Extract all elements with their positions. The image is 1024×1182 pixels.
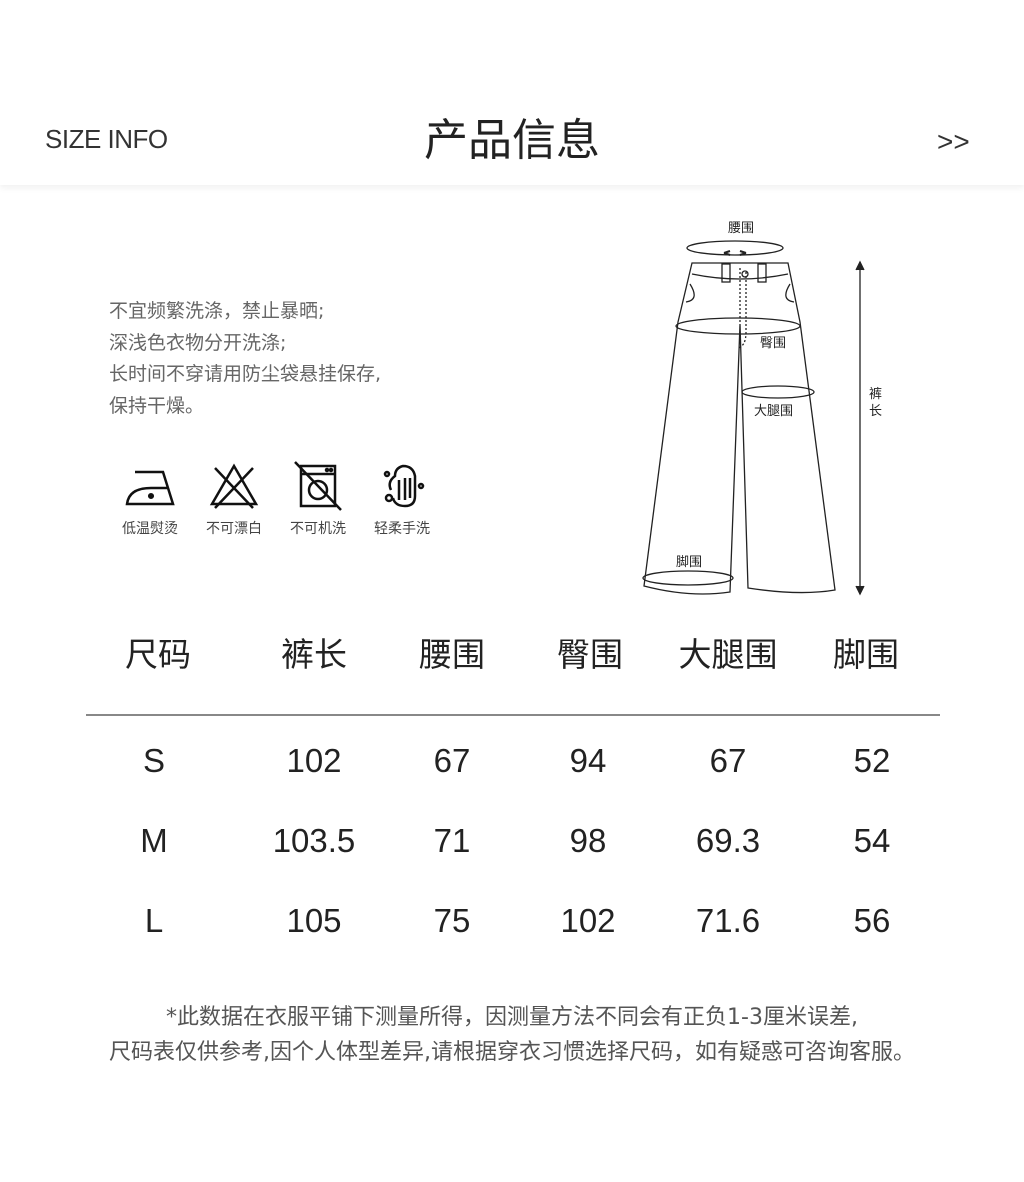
care-line: 深浅色衣物分开洗涤; [109, 331, 287, 354]
care-item-bleach: 不可漂白 [192, 460, 276, 538]
cell-hem: 54 [853, 822, 891, 859]
label-length-1: 裤 [869, 387, 882, 402]
cell-hem: 56 [853, 902, 891, 939]
note-line-2: 尺码表仅供参考,因个人体型差异,请根据穿衣习惯选择尺码，如有疑惑可咨询客服。 [109, 1040, 915, 1065]
care-label: 不可漂白 [206, 521, 262, 537]
cell-size: L [144, 902, 164, 939]
cell-hip: 102 [560, 902, 616, 939]
double-chevron-icon: >> [937, 126, 970, 157]
cell-size: S [142, 742, 165, 779]
measurement-note: *此数据在衣服平铺下测量所得，因测量方法不同会有正负1-3厘米误差, 尺码表仅供… [0, 1000, 1024, 1070]
care-item-handwash: 轻柔手洗 [360, 460, 444, 538]
cell-length: 105 [286, 902, 342, 939]
col-header-waist: 腰围 [419, 635, 485, 674]
care-icons: 低温熨烫 不可漂白 不可机洗 轻柔手洗 [108, 460, 444, 538]
col-header-size: 尺码 [125, 635, 191, 674]
care-line: 长时间不穿请用防尘袋悬挂保存, [109, 363, 382, 385]
cell-waist: 71 [433, 822, 471, 859]
care-instructions: 不宜频繁洗涤，禁止暴晒; 深浅色衣物分开洗涤; 长时间不穿请用防尘袋悬挂保存, … [109, 296, 381, 422]
hand-wash-icon [383, 464, 425, 508]
cell-hem: 52 [853, 742, 891, 779]
table-divider [86, 714, 940, 716]
col-header-hem: 脚围 [833, 635, 899, 674]
cell-waist: 67 [433, 742, 471, 779]
table-row: M 103.5 71 98 69.3 54 [0, 822, 1024, 872]
pants-outline-icon: 腰围 臀围 大腿围 脚围 裤 长 [642, 221, 882, 596]
note-line-1: *此数据在衣服平铺下测量所得，因测量方法不同会有正负1-3厘米误差, [166, 1005, 858, 1030]
col-header-thigh: 大腿围 [678, 635, 778, 674]
label-hip: 臀围 [760, 336, 786, 351]
care-line: 不宜频繁洗涤，禁止暴晒; [109, 300, 325, 322]
cell-thigh: 69.3 [695, 822, 761, 859]
care-label: 低温熨烫 [122, 521, 178, 537]
label-hem: 脚围 [676, 554, 702, 570]
low-temp-iron-icon [125, 470, 175, 506]
no-machine-wash-icon [294, 461, 342, 511]
page-title: 产品信息 [424, 115, 600, 166]
label-waist: 腰围 [728, 221, 754, 236]
col-header-length: 裤长 [281, 635, 347, 674]
care-item-iron: 低温熨烫 [108, 460, 192, 538]
no-bleach-icon [209, 463, 259, 509]
cell-hip: 98 [569, 822, 607, 859]
label-thigh: 大腿围 [754, 404, 793, 419]
cell-thigh: 71.6 [695, 902, 761, 939]
care-item-machine: 不可机洗 [276, 460, 360, 538]
cell-size: M [140, 822, 168, 859]
label-length-2: 长 [869, 404, 882, 419]
cell-thigh: 67 [709, 742, 747, 779]
size-table-header: 尺码 裤长 腰围 臀围 大腿围 脚围 [0, 628, 1024, 678]
pants-diagram: 腰围 臀围 大腿围 脚围 裤 长 [630, 212, 900, 612]
table-row: S 102 67 94 67 52 [0, 742, 1024, 792]
care-line: 保持干燥。 [109, 394, 205, 417]
header: SIZE INFO 产品信息 >> [0, 0, 1024, 185]
care-label: 轻柔手洗 [374, 521, 430, 537]
col-header-hip: 臀围 [557, 635, 623, 674]
table-row: L 105 75 102 71.6 56 [0, 902, 1024, 952]
cell-length: 102 [286, 742, 342, 779]
cell-length: 103.5 [272, 822, 356, 859]
care-label: 不可机洗 [290, 521, 346, 537]
cell-waist: 75 [433, 902, 471, 939]
size-info-label: SIZE INFO [45, 124, 168, 154]
cell-hip: 94 [569, 742, 607, 779]
